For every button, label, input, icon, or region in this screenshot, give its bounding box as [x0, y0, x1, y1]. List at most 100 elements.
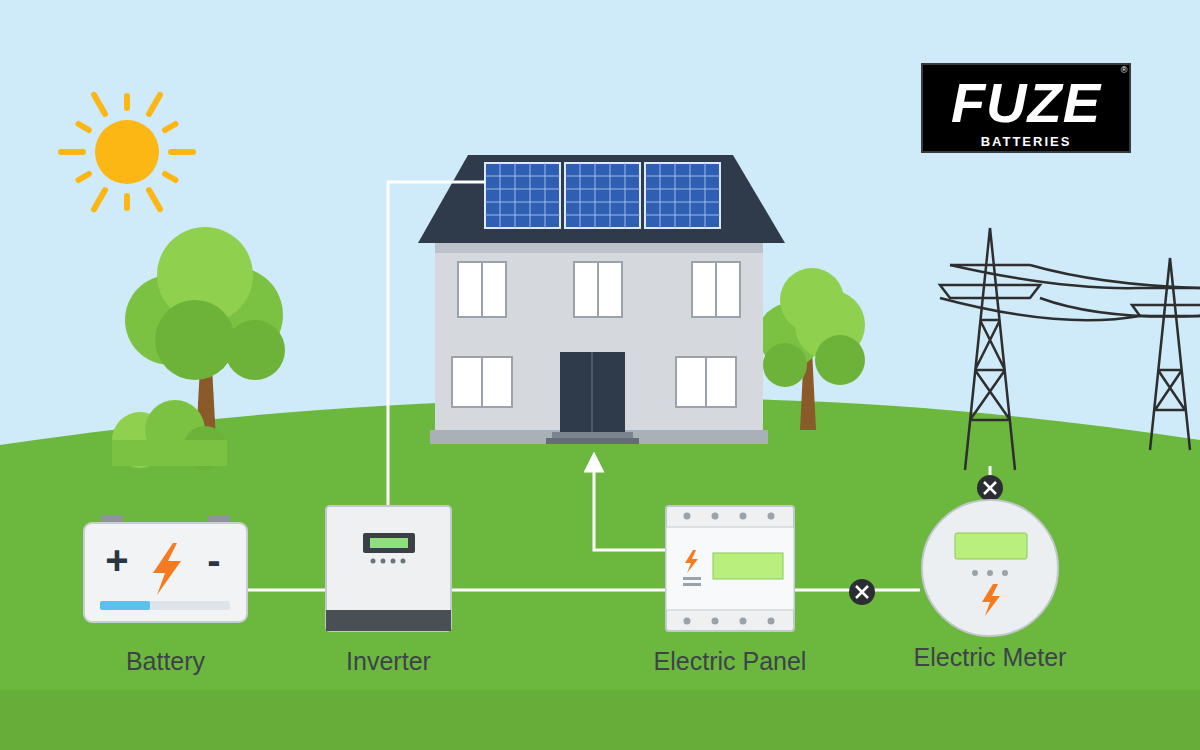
component-label: Battery — [126, 647, 205, 676]
switch-x-part — [856, 586, 868, 598]
power-pylon-part — [940, 265, 1200, 320]
sun-part-part — [149, 95, 160, 114]
house-part — [435, 243, 763, 253]
house-part-part — [675, 163, 676, 228]
ground — [0, 398, 1200, 750]
sun-part-part — [61, 149, 83, 155]
meter-shape — [920, 498, 1060, 638]
panel-shape-part — [683, 583, 701, 586]
power-pylon-part — [1132, 288, 1200, 316]
component-label: Inverter — [346, 647, 431, 676]
inverter-shape-part — [326, 506, 451, 631]
house-part-part — [485, 163, 560, 228]
inverter-shape-part — [371, 559, 376, 564]
panel-shape-part — [666, 527, 794, 610]
house-part-part — [690, 163, 691, 228]
meter-shape-part — [1002, 570, 1008, 576]
switch-x-part — [849, 579, 875, 605]
inverter-shape-part — [381, 559, 386, 564]
house-part — [418, 155, 785, 243]
panel-shape-part — [712, 618, 719, 625]
sun-part-part — [94, 95, 105, 114]
house-part-part — [565, 202, 640, 203]
sun-part — [61, 95, 193, 209]
house-part — [485, 163, 720, 228]
sun-part-part — [94, 190, 105, 209]
panel-shape-part — [685, 550, 698, 573]
inverter-shape-part — [391, 559, 396, 564]
house-part-part — [645, 176, 720, 177]
ground-part — [0, 690, 1200, 750]
inverter-shape — [325, 505, 452, 632]
panel-shape-part — [683, 577, 701, 580]
sun-part-part — [79, 174, 89, 180]
ground-part — [0, 398, 1200, 750]
brand-tagline: BATTERIES — [923, 134, 1129, 149]
panel-shape — [665, 505, 795, 632]
house-part-part — [645, 215, 720, 216]
panel-shape-part — [768, 513, 775, 520]
panel-shape-part — [740, 618, 747, 625]
house-part-part — [660, 163, 661, 228]
left-tree — [125, 227, 285, 440]
wire-connector — [452, 589, 665, 592]
wire-connector — [248, 589, 325, 592]
sun-part-part — [165, 174, 175, 180]
sun-part-part — [79, 124, 89, 130]
panel-shape-part — [684, 618, 691, 625]
house-part-part — [500, 163, 501, 228]
house-part-part — [705, 163, 706, 228]
meter-shape-part — [972, 570, 978, 576]
house-part-part — [610, 163, 611, 228]
power-pylon-part — [940, 265, 1040, 298]
house-part — [560, 352, 625, 432]
house-part-part — [565, 189, 640, 190]
right-tree — [758, 268, 865, 430]
minus-sign: - — [207, 540, 220, 580]
inverter-shape-part — [326, 610, 451, 631]
house — [418, 155, 785, 444]
panel-shape-part — [684, 513, 691, 520]
house-part-part — [565, 215, 640, 216]
house-part-part — [485, 189, 560, 190]
battery-shape-part — [100, 601, 230, 610]
bush-part — [112, 440, 227, 466]
electric-panel-icon: Electric Panel — [665, 505, 795, 632]
meter-shape-part — [955, 533, 1027, 559]
bush — [112, 400, 227, 470]
house-part-part — [645, 202, 720, 203]
sun-part-part — [171, 149, 193, 155]
registered-mark: ® — [1121, 66, 1128, 75]
house-part-part — [625, 163, 626, 228]
switch-x-part — [984, 482, 996, 494]
meter-shape-part — [987, 570, 993, 576]
sun-part — [95, 120, 159, 184]
house-part — [546, 438, 639, 444]
power-pylon — [940, 228, 1200, 470]
component-label: Electric Meter — [914, 643, 1067, 672]
inverter-shape-part — [363, 533, 415, 553]
wire-part — [594, 462, 665, 550]
electric-meter-icon: Electric Meter — [920, 498, 1060, 638]
house-part-part — [485, 176, 560, 177]
right-tree-part — [763, 343, 807, 387]
house-part-part — [645, 189, 720, 190]
inverter-shape-part — [370, 538, 408, 548]
panel-shape-part — [740, 513, 747, 520]
panel-shape-part — [712, 513, 719, 520]
house-part-part — [545, 163, 546, 228]
battery-shape-part — [100, 601, 150, 610]
component-label: Electric Panel — [654, 647, 807, 676]
panel-shape-part — [768, 618, 775, 625]
inverter-shape-part — [401, 559, 406, 564]
sun-part-part — [124, 196, 130, 208]
house-part-part — [595, 163, 596, 228]
house-part-part — [645, 163, 720, 228]
left-tree-part — [225, 320, 285, 380]
house-part-part — [530, 163, 531, 228]
sun — [61, 95, 193, 209]
plus-sign: + — [105, 540, 128, 580]
house-part-part — [565, 163, 640, 228]
meter-shape-part — [922, 500, 1058, 636]
